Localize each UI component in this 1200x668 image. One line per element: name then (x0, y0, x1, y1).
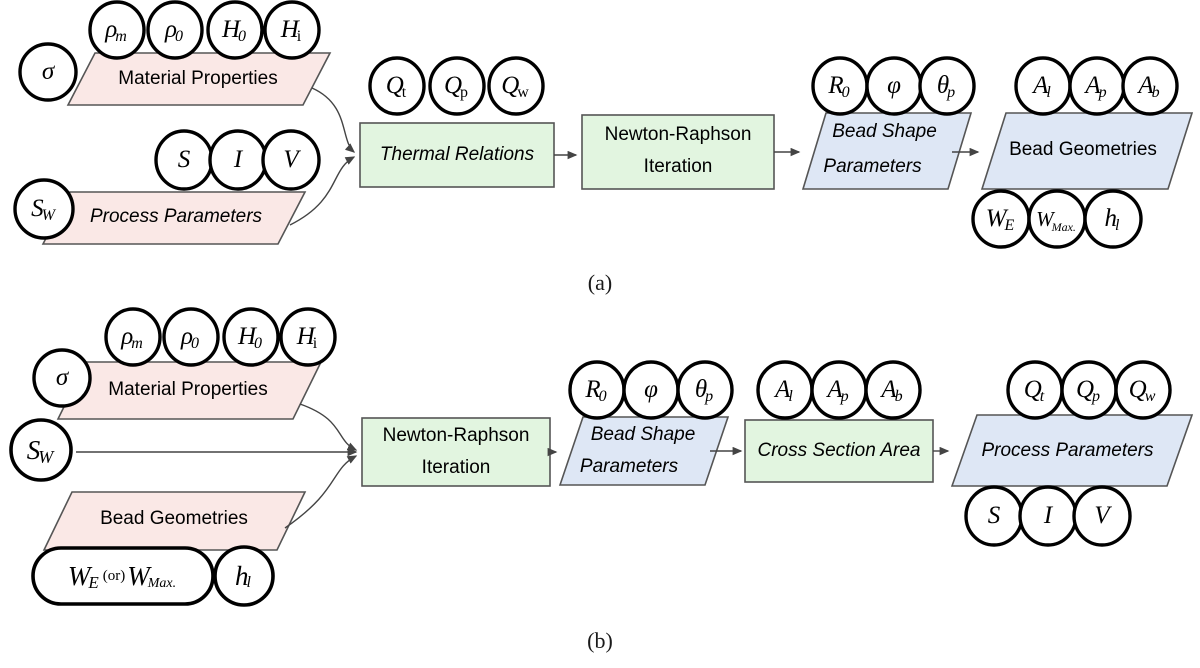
symbol-circle-b-r-0 (568, 360, 626, 420)
symbol-circle-b-rho-m (104, 307, 162, 367)
node-a-bead-geometries (980, 112, 1194, 190)
symbol-circle-b-q-t (1006, 360, 1064, 420)
edge-a-process-to-thermal (289, 156, 356, 226)
symbol-circle-a-sigma (18, 42, 78, 102)
symbol-circle-b-s-w (9, 418, 73, 482)
symbol-circle-b-i (1018, 485, 1078, 547)
symbol-circle-b-q-w (1114, 360, 1172, 420)
edge-b-material-to-newton (299, 403, 358, 451)
symbol-circle-b-phi (622, 360, 680, 420)
symbol-circle-b-sigma (32, 348, 92, 408)
node-b-process-parameters (950, 414, 1194, 487)
symbol-circle-b-a-b (864, 360, 922, 420)
node-a-bead-shape-parameters (801, 112, 973, 190)
edge-a-material-to-thermal (311, 87, 356, 153)
node-b-bead-shape-parameters (558, 416, 730, 486)
symbol-circle-a-q-p (428, 56, 486, 116)
symbol-circle-a-h-l (1083, 189, 1143, 249)
symbol-circle-b-q-p (1060, 360, 1118, 420)
node-b-newton-raphson (361, 417, 551, 487)
symbol-circle-a-a-b (1121, 56, 1179, 116)
symbol-circle-b-v (1072, 485, 1132, 547)
symbol-circle-a-theta-p (918, 56, 976, 116)
symbol-circle-a-h-i (263, 0, 321, 60)
symbol-circle-a-rho-m (88, 0, 146, 60)
symbol-circle-a-a-p (1068, 56, 1126, 116)
symbol-circle-a-a-l (1014, 56, 1072, 116)
node-b-cross-section-area (744, 419, 934, 483)
node-b-material-properties (56, 361, 323, 420)
symbol-pill-b-w-e-or-w-max (31, 546, 215, 606)
symbol-circle-a-v (261, 129, 321, 191)
node-b-bead-geometries (42, 491, 307, 551)
node-a-material-properties (66, 52, 332, 106)
symbol-circle-a-phi (865, 56, 923, 116)
symbol-circle-b-h-i (279, 307, 337, 367)
symbol-circle-a-q-t (368, 56, 426, 116)
symbol-circle-a-rho-0 (146, 0, 204, 60)
symbol-circle-b-h-0 (222, 307, 280, 367)
node-a-process-parameters (41, 191, 307, 245)
symbol-circle-a-w-max (1027, 189, 1087, 249)
node-a-newton-raphson (581, 114, 775, 190)
symbol-circle-a-r-0 (811, 56, 869, 116)
symbol-circle-a-h-0 (206, 0, 264, 60)
symbol-circle-a-w-e (971, 189, 1031, 249)
symbol-circle-b-theta-p (676, 360, 734, 420)
symbol-circle-b-h-l (213, 545, 275, 607)
symbol-circle-a-s-w (13, 178, 75, 240)
symbol-circle-a-s (154, 129, 214, 191)
symbol-circle-b-a-p (810, 360, 868, 420)
symbol-circle-b-s (964, 485, 1024, 547)
node-a-thermal-relations (359, 122, 555, 188)
symbol-circle-a-q-w (487, 56, 545, 116)
symbol-circle-b-rho-0 (162, 307, 220, 367)
edge-b-beadgeom-to-newton (284, 455, 358, 529)
symbol-circle-a-i (208, 129, 268, 191)
symbol-circle-b-a-l (756, 360, 814, 420)
